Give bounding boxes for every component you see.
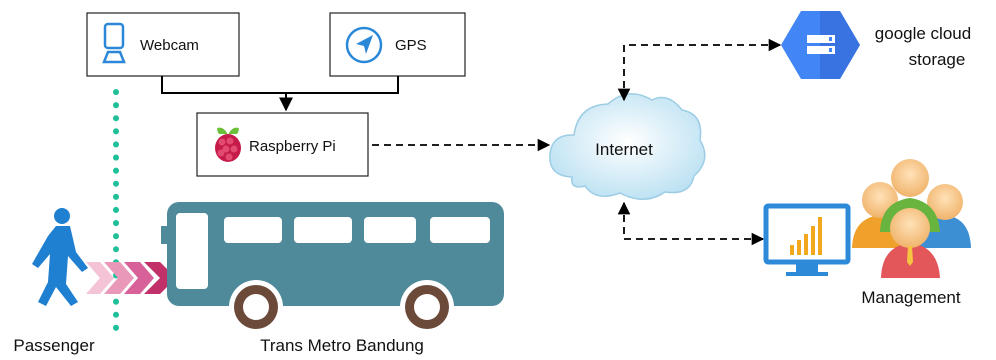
bus-label: Trans Metro Bandung: [260, 336, 424, 355]
passenger-walking-icon: [32, 208, 88, 306]
monitor-chart-icon: [763, 203, 851, 276]
internet-label: Internet: [595, 140, 653, 159]
raspberry-pi-node: Raspberry Pi: [196, 112, 369, 177]
storage-label-line2: storage: [909, 50, 966, 69]
passenger-label: Passenger: [13, 336, 95, 355]
storage-label-line1: google cloud: [875, 24, 971, 43]
webcam-icon: [102, 22, 126, 64]
chevron-3: [124, 262, 154, 294]
chevron-1: [86, 262, 114, 294]
internet-to-management-arrow: [617, 201, 765, 246]
gps-node: GPS: [329, 12, 466, 77]
google-cloud-storage-icon: [781, 11, 860, 79]
internet-cloud: Internet: [549, 93, 706, 200]
google-cloud-storage-node: google cloud storage: [781, 11, 971, 79]
chevron-2: [104, 262, 134, 294]
webcam-label: Webcam: [140, 37, 199, 54]
raspberry-pi-label: Raspberry Pi: [249, 138, 336, 155]
gps-compass-icon: [345, 26, 383, 64]
gps-label: GPS: [395, 37, 427, 54]
boarding-chevrons: [86, 262, 176, 294]
management-label: Management: [861, 288, 961, 307]
webcam-node: Webcam: [86, 12, 240, 77]
internet-to-storage-arrow: [617, 38, 782, 102]
management-people-icon: [852, 159, 971, 278]
bus-icon: [161, 202, 504, 334]
cloud-icon: [549, 93, 706, 200]
sensor-connector: [161, 76, 399, 112]
bus-door: [176, 213, 208, 289]
raspberry-pi-icon: [215, 127, 241, 162]
